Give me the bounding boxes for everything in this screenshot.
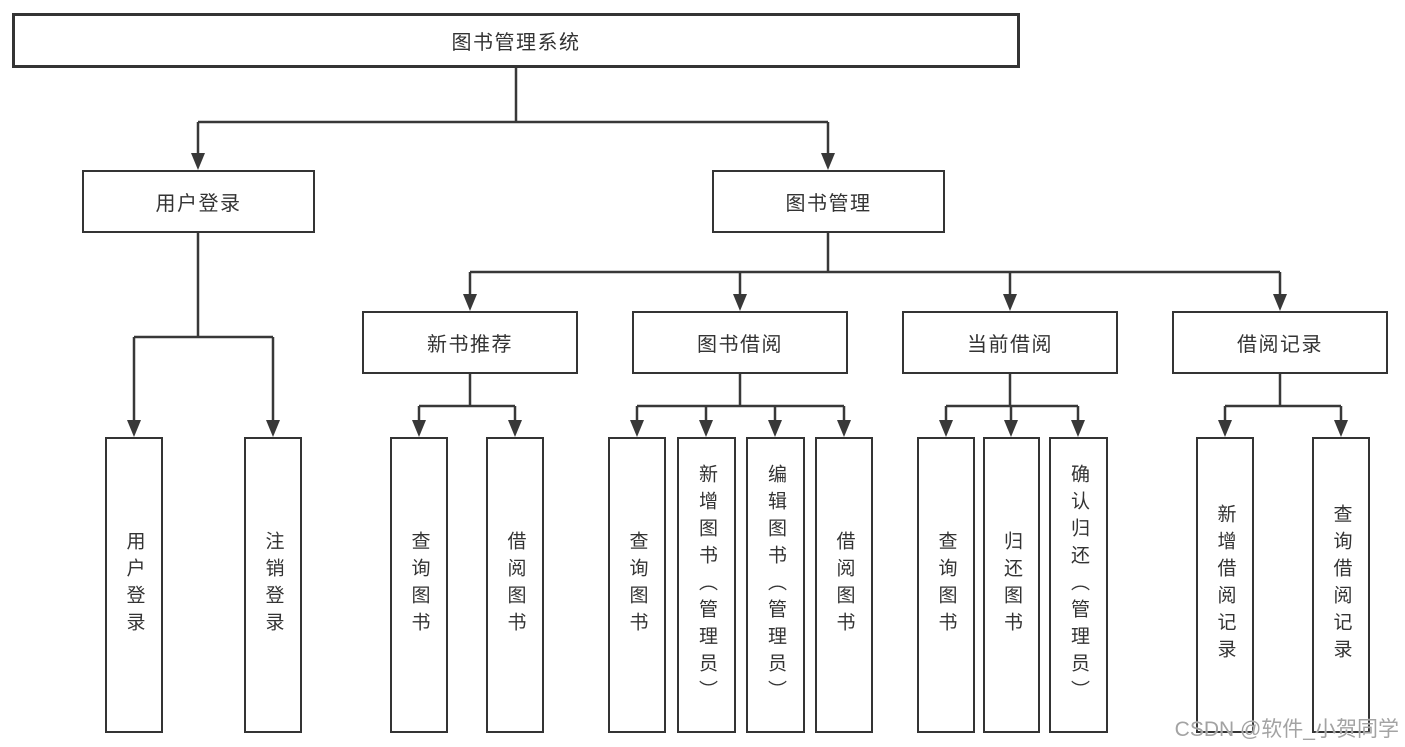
csdn-watermark: CSDN @软件_小贺同学 — [1174, 718, 1399, 741]
leaf-edit-books-admin: 编辑图书（管理员） — [746, 437, 805, 733]
node-label: 用户登录 — [123, 531, 145, 639]
node-label: 确认归还（管理员） — [1068, 463, 1089, 707]
node-label: 注销登录 — [262, 531, 284, 639]
node-label: 新增图书（管理员） — [696, 463, 717, 707]
node-label: 图书管理 — [785, 193, 872, 215]
node-label: 查询借阅记录 — [1330, 504, 1352, 666]
leaf-confirm-return-admin: 确认归还（管理员） — [1049, 437, 1108, 733]
leaf-add-borrow-record: 新增借阅记录 — [1196, 437, 1254, 733]
node-label: 查询图书 — [626, 531, 648, 639]
node-label: 编辑图书（管理员） — [765, 463, 786, 707]
node-library-management-system: 图书管理系统 — [12, 13, 1020, 68]
leaf-borrow-books-recommend: 借阅图书 — [486, 437, 544, 733]
node-label: 新增借阅记录 — [1214, 504, 1236, 666]
node-book-management: 图书管理 — [712, 170, 945, 233]
node-label: 借阅图书 — [504, 531, 526, 639]
node-label: 借阅图书 — [833, 531, 855, 639]
node-label: 查询图书 — [935, 531, 957, 639]
leaf-query-books-recommend: 查询图书 — [390, 437, 448, 733]
leaf-user-login: 用户登录 — [105, 437, 163, 733]
node-label: 借阅记录 — [1237, 334, 1323, 356]
node-new-book-recommendation: 新书推荐 — [362, 311, 578, 374]
leaf-query-borrow-record: 查询借阅记录 — [1312, 437, 1370, 733]
node-label: 图书管理系统 — [451, 32, 581, 54]
node-label: 查询图书 — [408, 531, 430, 639]
node-borrowing-records: 借阅记录 — [1172, 311, 1388, 374]
tree-edges — [132, 68, 1343, 423]
node-label: 用户登录 — [155, 193, 242, 215]
node-current-borrowing: 当前借阅 — [902, 311, 1118, 374]
leaf-return-books: 归还图书 — [983, 437, 1040, 733]
node-book-borrowing: 图书借阅 — [632, 311, 848, 374]
leaf-query-books-borrowing: 查询图书 — [608, 437, 666, 733]
node-label: 当前借阅 — [967, 334, 1053, 356]
leaf-borrow-books-borrowing: 借阅图书 — [815, 437, 873, 733]
node-label: 图书借阅 — [697, 334, 783, 356]
node-label: 归还图书 — [1001, 531, 1022, 639]
leaf-logout: 注销登录 — [244, 437, 302, 733]
node-label: 新书推荐 — [427, 334, 513, 356]
leaf-query-books-current: 查询图书 — [917, 437, 975, 733]
arrow-down-icons — [127, 153, 1348, 437]
leaf-add-books-admin: 新增图书（管理员） — [677, 437, 736, 733]
node-user-login: 用户登录 — [82, 170, 315, 233]
